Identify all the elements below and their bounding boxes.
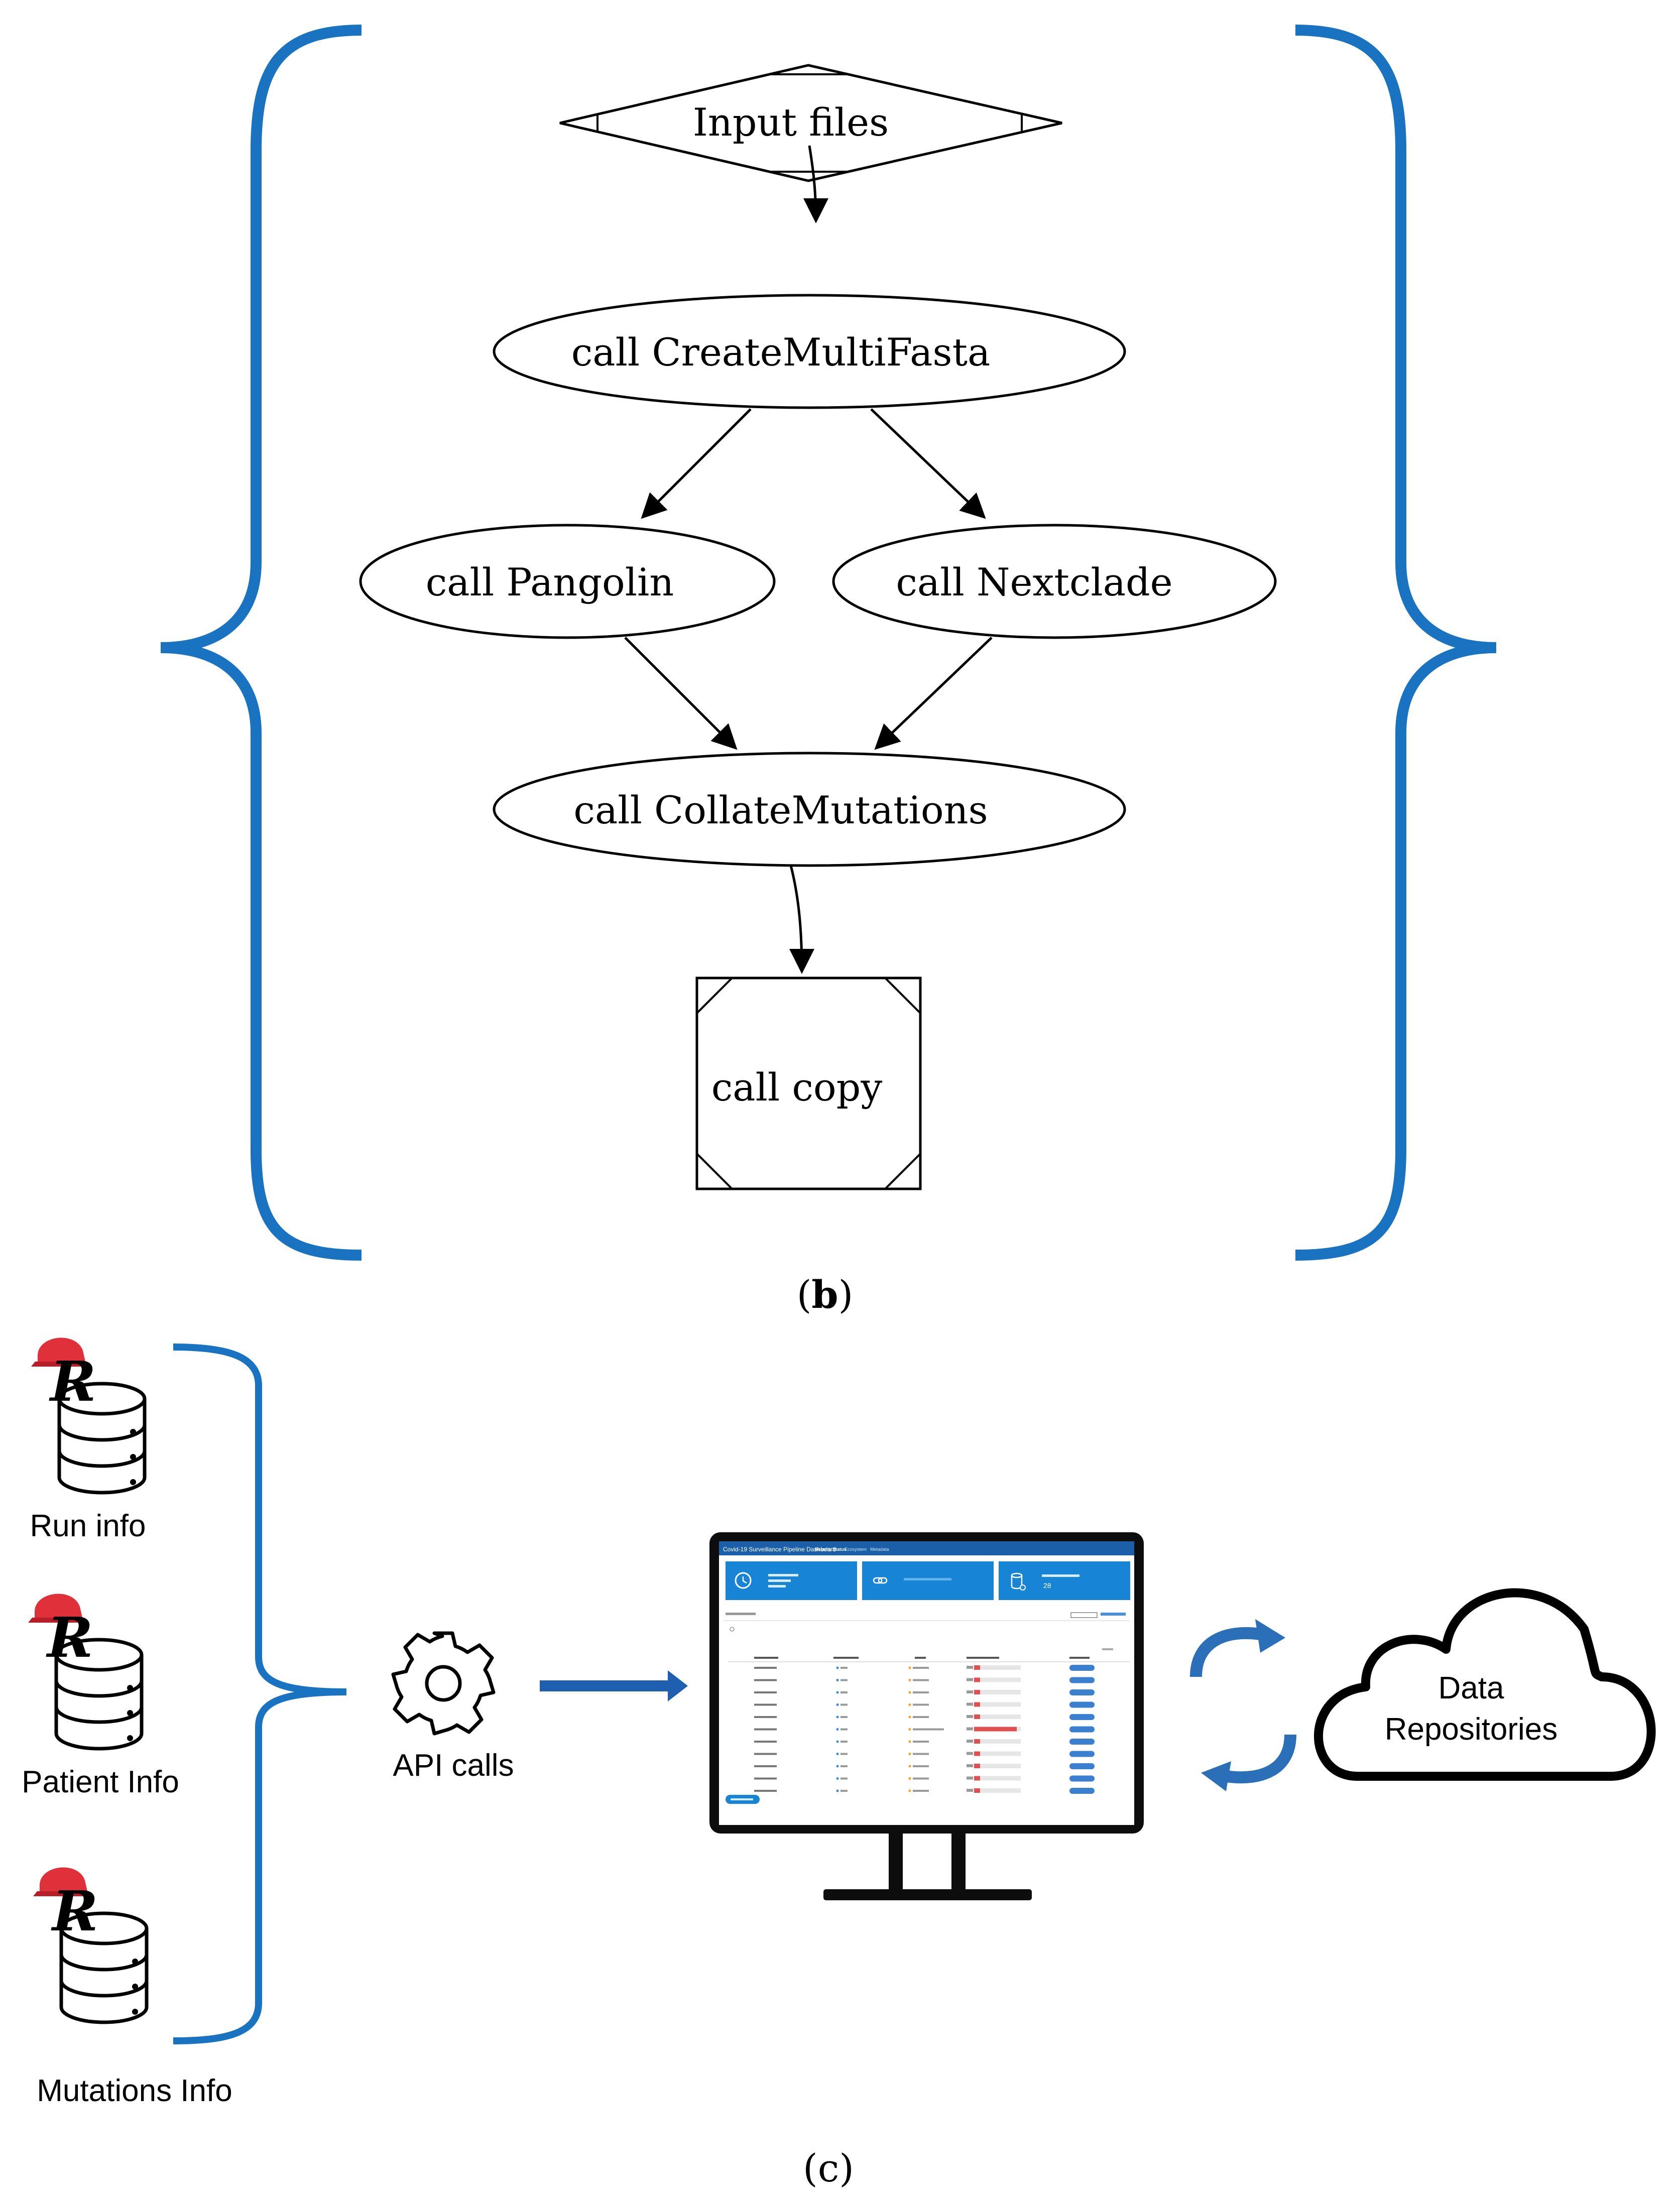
sync-icon — [1190, 1619, 1296, 1791]
dashboard-tab-1: Ecosystem — [845, 1547, 867, 1552]
node-collate-mutations: call CollateMutations — [493, 752, 1126, 867]
database-icon — [54, 1638, 144, 1751]
monitor: Covid-19 Surveillance Pipeline Dashboard… — [709, 1532, 1144, 1900]
database-icon — [57, 1382, 147, 1495]
gear-icon — [391, 1631, 496, 1736]
source-label-mutations-info: Mutations Info — [37, 2073, 232, 2108]
panel-b: Input files call CreateMultiFasta call P… — [160, 25, 1497, 1317]
caption-c: (c) — [803, 2146, 854, 2190]
source-label-run-info: Run info — [30, 1509, 146, 1543]
node-input-label: Input files — [693, 100, 889, 145]
edge-create-pangolin — [641, 408, 752, 519]
link-icon — [873, 1577, 888, 1584]
dashboard-screen: Covid-19 Surveillance Pipeline Dashboard… — [719, 1541, 1134, 1804]
table-row — [754, 1701, 1095, 1708]
api-calls-label: API calls — [393, 1748, 514, 1783]
edge-input-create — [803, 145, 828, 223]
clock-icon — [735, 1572, 752, 1589]
dashboard-col-headers — [754, 1657, 1090, 1659]
table-row — [754, 1665, 1095, 1671]
node-copy-label: call copy — [711, 1065, 883, 1110]
table-row — [754, 1763, 1095, 1769]
table-row — [754, 1739, 1095, 1745]
table-row — [754, 1677, 1095, 1683]
dashboard-card-3 — [999, 1561, 1130, 1600]
node-pangolin-label: call Pangolin — [426, 560, 674, 604]
svg-text:R: R — [51, 1879, 98, 1943]
node-pangolin: call Pangolin — [359, 524, 776, 639]
dashboard-card-2 — [862, 1561, 994, 1600]
svg-text:R: R — [46, 1605, 93, 1670]
caption-b: (b) — [797, 1272, 853, 1317]
right-brace — [1295, 25, 1497, 1261]
edge-pangolin-collate — [624, 637, 738, 750]
table-row — [754, 1751, 1095, 1757]
svg-text:R: R — [49, 1349, 96, 1414]
edge-create-nextclade — [870, 408, 986, 519]
cloud-icon: Data Repositories — [1314, 1588, 1656, 1781]
r-cap-icon: R — [28, 1594, 93, 1670]
node-collate-label: call CollateMutations — [573, 788, 988, 832]
node-nextclade-label: call Nextclade — [896, 560, 1172, 604]
caption-b-letter: b — [811, 1272, 838, 1317]
svg-text:28: 28 — [1043, 1581, 1051, 1590]
r-cap-icon: R — [31, 1337, 96, 1414]
dashboard-rows — [754, 1665, 1095, 1794]
dashboard-tab-0: Results Status — [815, 1547, 847, 1552]
left-brace — [160, 25, 362, 1261]
sources-brace — [173, 1343, 347, 2044]
node-nextclade: call Nextclade — [832, 524, 1277, 639]
node-call-copy: call copy — [695, 976, 922, 1190]
edge-nextclade-collate — [874, 637, 993, 750]
dashboard-title: Covid-19 Surveillance Pipeline Dashboard — [723, 1546, 836, 1553]
node-create-label: call CreateMultiFasta — [571, 330, 991, 375]
table-row — [754, 1689, 1095, 1695]
panel-c: R Run info R Patient Info — [22, 1337, 1656, 2190]
table-row — [754, 1726, 1095, 1733]
dashboard-card-1 — [726, 1561, 857, 1600]
edge-collate-copy — [789, 865, 814, 974]
node-input-files: Input files — [559, 64, 1062, 182]
database-icon — [59, 1911, 149, 2024]
table-row — [754, 1788, 1095, 1794]
table-row — [754, 1714, 1095, 1720]
dashboard-tab-2: Metadata — [870, 1547, 889, 1552]
cloud-label-line1: Data — [1438, 1671, 1504, 1705]
db-run-info: R Run info — [30, 1337, 147, 1543]
caption-c-letter: c — [818, 2146, 839, 2190]
node-create-multifasta: call CreateMultiFasta — [493, 294, 1126, 409]
cloud-label-line2: Repositories — [1385, 1712, 1558, 1747]
db-mutations-info: R Mutations Info — [33, 1867, 232, 2108]
r-cap-icon: R — [33, 1867, 98, 1943]
arrow-to-dashboard — [540, 1670, 688, 1701]
database-gear-icon — [1011, 1572, 1026, 1591]
db-patient-info: R Patient Info — [22, 1594, 179, 1799]
source-label-patient-info: Patient Info — [22, 1765, 179, 1799]
table-row — [754, 1775, 1095, 1782]
